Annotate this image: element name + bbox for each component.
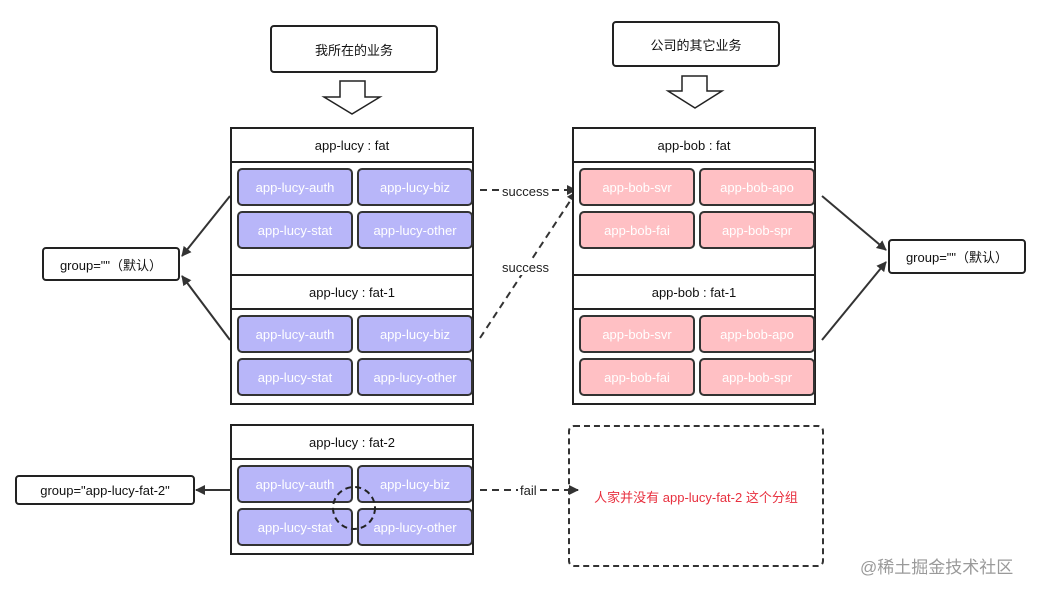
arrow-lucy-fat-to-default xyxy=(181,195,231,257)
service-bob-fai: app-bob-fai xyxy=(579,211,695,249)
arrow-lucy-fat1-to-default xyxy=(181,275,231,341)
group-default-left: group=""（默认） xyxy=(42,247,180,281)
watermark: @稀土掘金技术社区 xyxy=(860,558,1014,577)
group-lucy-fat: app-lucy : fat app-lucy-auth app-lucy-bi… xyxy=(230,127,474,277)
service-lucy-biz: app-lucy-biz xyxy=(357,315,473,353)
down-arrow-icon xyxy=(665,75,725,109)
group-title: app-lucy : fat xyxy=(232,129,472,163)
service-lucy-biz: app-lucy-biz xyxy=(357,465,473,503)
group-lucy-fat-1: app-lucy : fat-1 app-lucy-auth app-lucy-… xyxy=(230,274,474,405)
group-bob-fat: app-bob : fat app-bob-svr app-bob-apo ap… xyxy=(572,127,816,277)
service-lucy-other: app-lucy-other xyxy=(357,508,473,546)
success-label-1: success xyxy=(500,184,551,199)
service-bob-apo: app-bob-apo xyxy=(699,168,815,206)
missing-group-box: 人家并没有 app-lucy-fat-2 这个分组 xyxy=(568,425,824,567)
service-lucy-biz: app-lucy-biz xyxy=(357,168,473,206)
arrow-bob-fat-to-default xyxy=(821,195,887,251)
service-bob-apo: app-bob-apo xyxy=(699,315,815,353)
service-lucy-stat: app-lucy-stat xyxy=(237,358,353,396)
service-bob-spr: app-bob-spr xyxy=(699,358,815,396)
missing-group-text: 人家并没有 app-lucy-fat-2 这个分组 xyxy=(594,489,798,505)
group-lucy-fat-2: app-lucy : fat-2 app-lucy-auth app-lucy-… xyxy=(230,424,474,555)
fail-label: fail xyxy=(518,483,539,498)
service-lucy-other: app-lucy-other xyxy=(357,358,473,396)
my-business-label: 我所在的业务 xyxy=(270,25,438,73)
down-arrow-icon xyxy=(321,80,383,115)
group-bob-fat-1: app-bob : fat-1 app-bob-svr app-bob-apo … xyxy=(572,274,816,405)
group-title: app-lucy : fat-1 xyxy=(232,276,472,310)
success-label-2: success xyxy=(500,260,551,275)
arrow-bob-fat1-to-default xyxy=(821,261,887,341)
service-lucy-auth: app-lucy-auth xyxy=(237,315,353,353)
service-lucy-stat: app-lucy-stat xyxy=(237,211,353,249)
service-lucy-auth: app-lucy-auth xyxy=(237,168,353,206)
service-lucy-other: app-lucy-other xyxy=(357,211,473,249)
service-bob-fai: app-bob-fai xyxy=(579,358,695,396)
service-lucy-auth: app-lucy-auth xyxy=(237,465,353,503)
service-bob-spr: app-bob-spr xyxy=(699,211,815,249)
other-business-label: 公司的其它业务 xyxy=(612,21,780,67)
group-fat-2-label: group="app-lucy-fat-2" xyxy=(15,475,195,505)
group-title: app-lucy : fat-2 xyxy=(232,426,472,460)
group-title: app-bob : fat-1 xyxy=(574,276,814,310)
group-default-right: group=""（默认） xyxy=(888,239,1026,274)
service-lucy-stat: app-lucy-stat xyxy=(237,508,353,546)
group-title: app-bob : fat xyxy=(574,129,814,163)
service-bob-svr: app-bob-svr xyxy=(579,315,695,353)
service-bob-svr: app-bob-svr xyxy=(579,168,695,206)
